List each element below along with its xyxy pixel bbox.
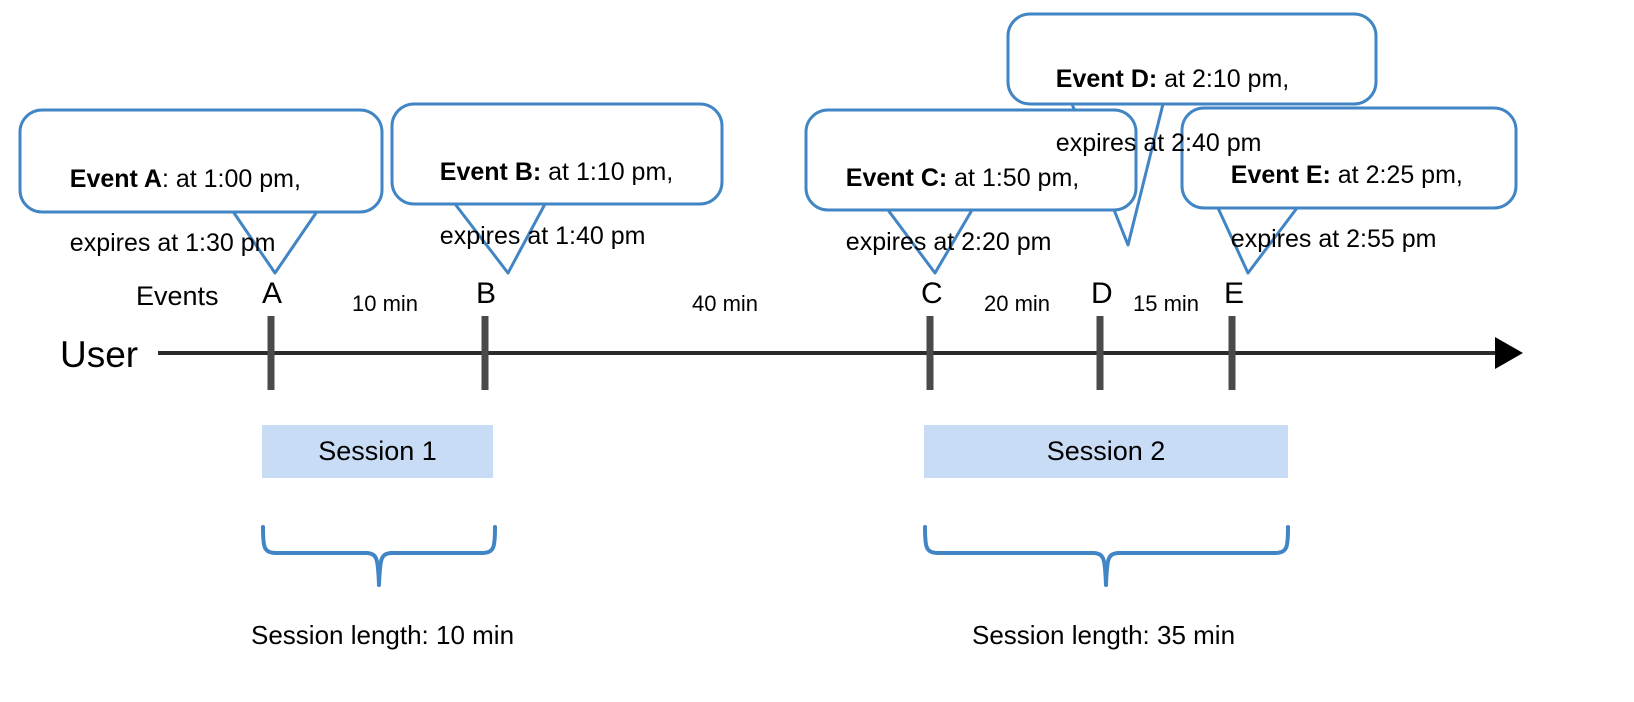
event-tick-markers — [267, 316, 1236, 390]
timeline-axis — [158, 337, 1523, 369]
axis-user-label: User — [60, 334, 139, 375]
callout-event-c-title: Event C: — [845, 164, 948, 192]
callout-event-d-detail: at 2:10 pm, — [1157, 65, 1290, 93]
callout-event-d-title: Event D: — [1055, 65, 1158, 93]
callout-event-e-detail: at 2:25 pm, — [1330, 161, 1463, 189]
callout-event-b-expiry: expires at 1:40 pm — [439, 222, 646, 250]
callout-event-e-expiry: expires at 2:55 pm — [1230, 225, 1437, 253]
marker-label-c: C — [921, 277, 943, 310]
marker-label-e: E — [1224, 277, 1245, 310]
callout-event-c-bubble — [804, 108, 1138, 212]
callout-event-e-bubble — [1180, 106, 1518, 210]
callout-event-b-bubble — [390, 102, 724, 206]
callout-event-a-title: Event A — [69, 165, 162, 193]
callout-event-d-bubble — [1006, 12, 1378, 106]
callout-event-c-detail: at 1:50 pm, — [947, 164, 1080, 192]
callout-event-b-text: Event B: at 1:10 pm, expires at 1:40 pm — [412, 124, 722, 284]
callout-event-a-detail: : at 1:00 pm, — [161, 165, 301, 193]
interval-label-b-c: 40 min — [692, 291, 759, 316]
callout-event-b-detail: at 1:10 pm, — [541, 158, 674, 186]
session-1-brace — [261, 525, 497, 587]
callout-event-b-tail — [453, 203, 547, 275]
callout-event-a-text: Event A: at 1:00 pm, expires at 1:30 pm — [42, 131, 372, 291]
callout-event-a-bubble — [18, 108, 384, 214]
session-2-length-caption: Session length: 35 min — [972, 620, 1236, 650]
interval-label-d-e: 15 min — [1133, 291, 1200, 316]
callout-event-a-expiry: expires at 1:30 pm — [69, 229, 276, 257]
callout-event-e-title: Event E: — [1230, 161, 1331, 189]
interval-label-c-d: 20 min — [984, 291, 1051, 316]
session-2-brace — [923, 525, 1290, 587]
marker-label-b: B — [476, 277, 497, 310]
session-1-box: Session 1 — [262, 425, 493, 478]
callout-event-b-title: Event B: — [439, 158, 542, 186]
callout-event-c-tail — [886, 209, 974, 275]
callout-event-b — [390, 102, 724, 275]
marker-label-d: D — [1091, 277, 1113, 310]
callout-event-a — [18, 108, 384, 275]
events-row-label: Events — [136, 281, 219, 311]
callout-event-e-text: Event E: at 2:25 pm, expires at 2:55 pm — [1203, 127, 1518, 287]
callout-event-a-tail — [230, 209, 320, 275]
axis-arrow-head — [1495, 337, 1523, 369]
callout-event-d-expiry: expires at 2:40 pm — [1055, 129, 1262, 157]
callout-event-d-text: Event D: at 2:10 pm, expires at 2:40 pm — [1028, 31, 1373, 191]
marker-label-a: A — [262, 277, 283, 310]
callout-event-e-tail — [1216, 207, 1299, 275]
callout-event-c — [804, 108, 1138, 275]
interval-label-a-b: 10 min — [352, 291, 419, 316]
callout-event-c-expiry: expires at 2:20 pm — [845, 228, 1052, 256]
session-1-length-caption: Session length: 10 min — [251, 620, 515, 650]
session-2-box: Session 2 — [924, 425, 1288, 478]
callout-event-c-text: Event C: at 1:50 pm, expires at 2:20 pm — [818, 130, 1133, 290]
callout-event-e — [1180, 106, 1518, 275]
